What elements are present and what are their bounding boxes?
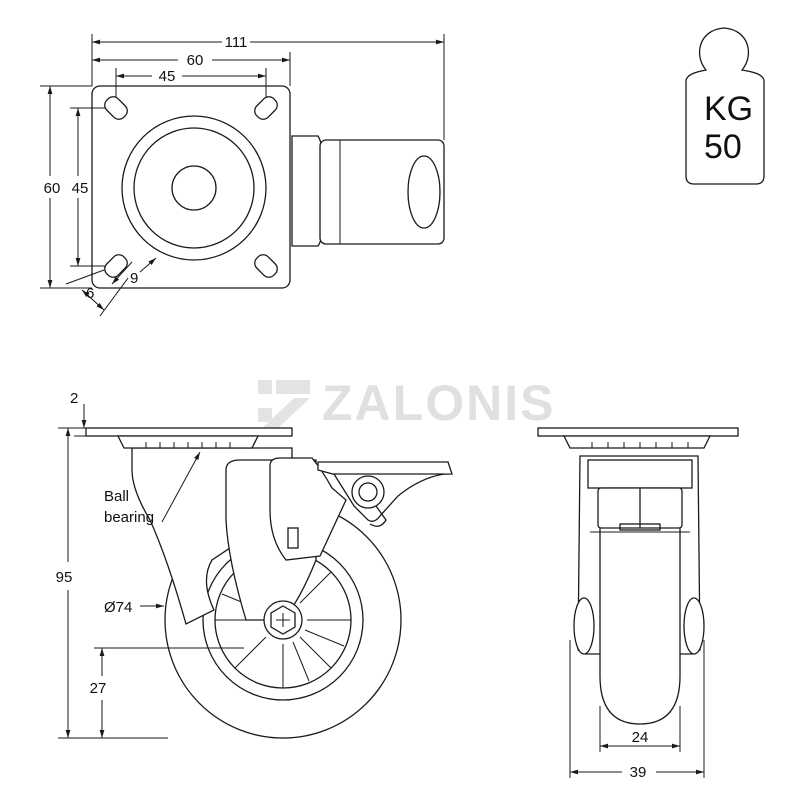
dim-hole-spacing-y: 45	[72, 180, 89, 197]
dim-wheel-diameter: Ø74	[104, 599, 132, 616]
top-view: 111 60 45 60 45 6 9	[40, 34, 445, 317]
dim-total-height: 95	[56, 569, 73, 586]
brand-logo-icon	[258, 380, 310, 430]
front-plate	[537, 427, 739, 437]
weight-icon	[685, 27, 765, 185]
dim-plate-width: 60	[187, 52, 204, 69]
dim-overall-width-front: 39	[630, 764, 647, 781]
badge-value: 50	[704, 128, 742, 166]
side-plate	[85, 427, 293, 437]
badge-unit: KG	[704, 90, 753, 128]
brand-watermark: ZALONIS	[258, 375, 555, 431]
dim-axle-height: 27	[90, 680, 107, 697]
dim-plate-height: 60	[44, 180, 61, 197]
ball-bearing-label-line2: bearing	[104, 509, 154, 526]
wheel-front	[599, 519, 681, 725]
load-weight-badge: KG 50	[685, 27, 765, 185]
side-view: 2 95 27 Ø74 Ball bearing	[56, 390, 453, 739]
ball-bearing-label-line1: Ball	[104, 488, 129, 505]
dim-slot-length: 9	[130, 270, 138, 287]
dim-tread-width: 24	[632, 729, 649, 746]
front-view: 24 39	[537, 427, 739, 781]
dim-overall-width-top: 111	[225, 34, 248, 51]
brand-name: ZALONIS	[322, 375, 555, 431]
dim-hole-spacing-x: 45	[159, 68, 176, 85]
dim-plate-thickness: 2	[70, 390, 78, 407]
dim-slot-width: 6	[86, 285, 94, 302]
